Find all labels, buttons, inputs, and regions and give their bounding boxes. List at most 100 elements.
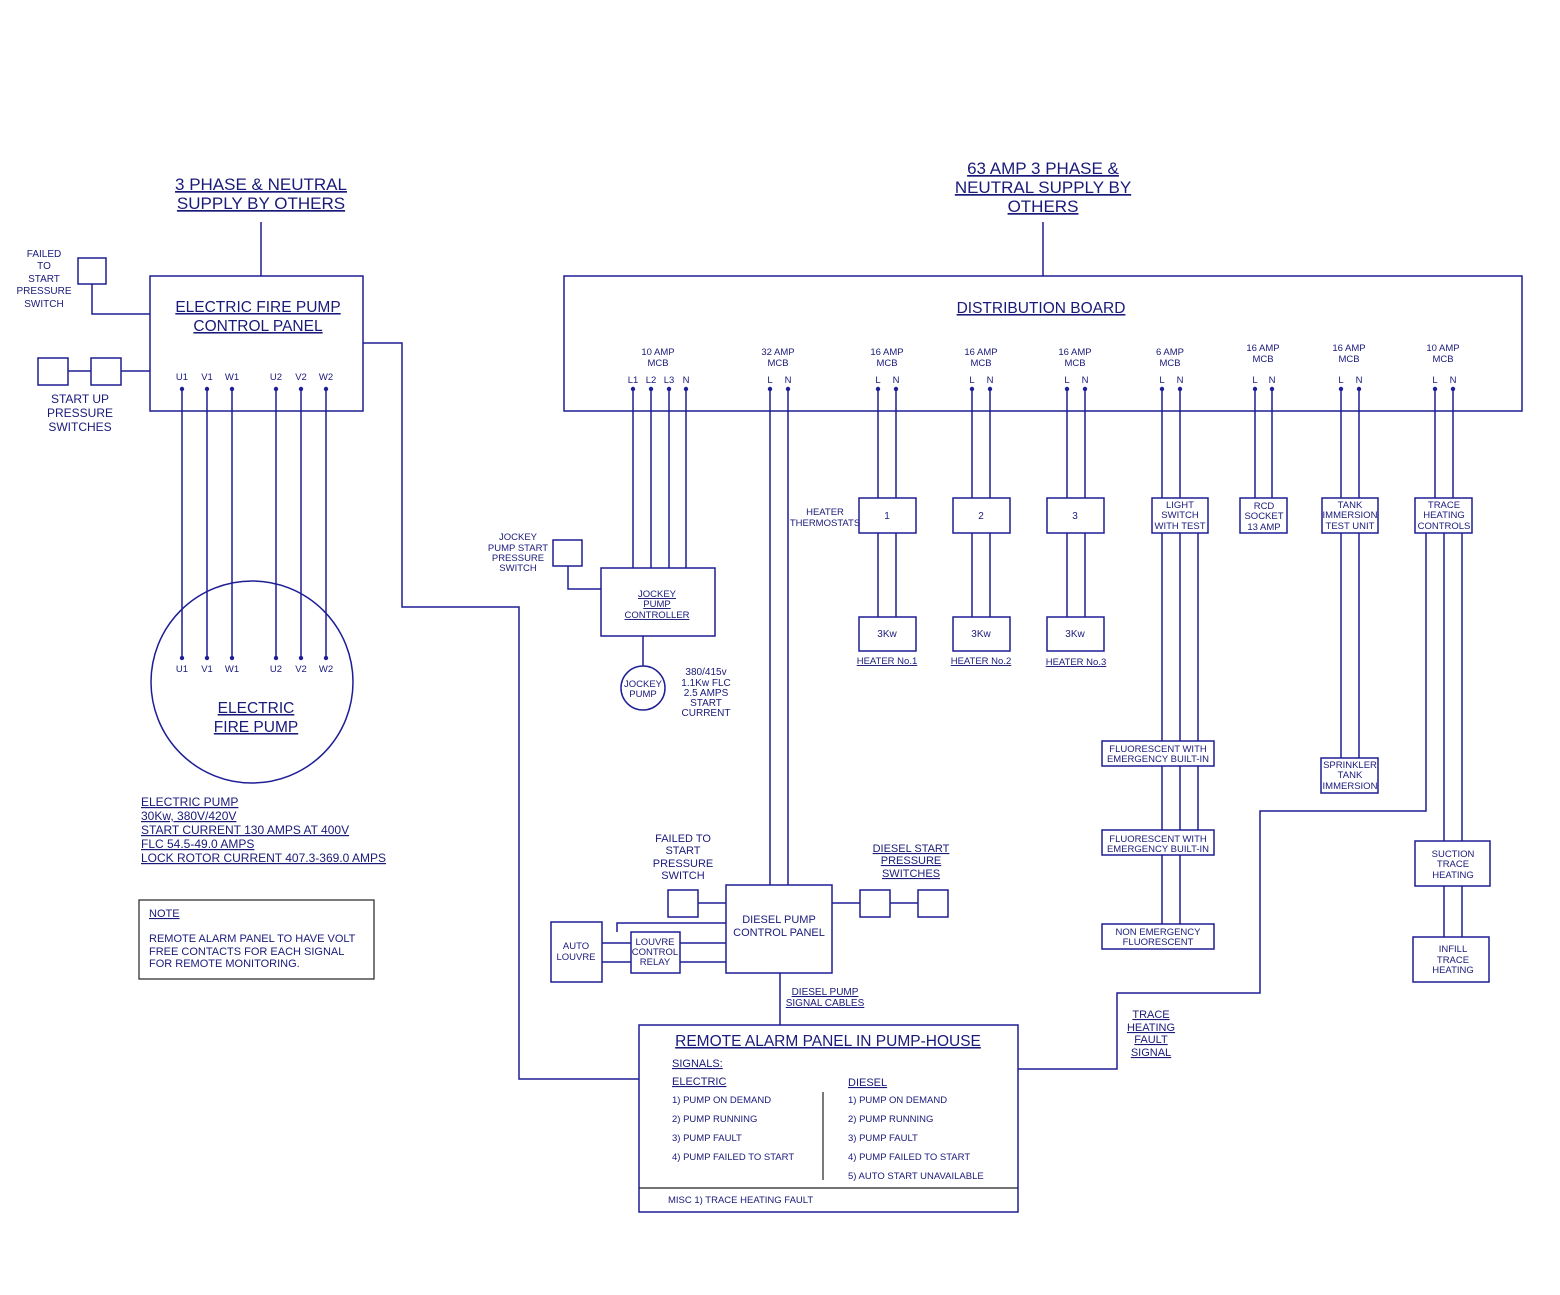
svg-text:6 AMP: 6 AMP (1156, 347, 1184, 358)
supply-left-line2: SUPPLY BY OTHERS (177, 194, 345, 213)
svg-text:HEATING: HEATING (1432, 965, 1474, 976)
svg-text:PRESSURE: PRESSURE (881, 855, 942, 867)
svg-text:DIESEL START: DIESEL START (873, 843, 950, 855)
jockey-pump-spec: 380/415v 1.1Kw FLC 2.5 AMPS START CURREN… (681, 667, 730, 719)
svg-text:SWITCHES: SWITCHES (48, 420, 111, 434)
signal-item: 3) PUMP FAULT (672, 1133, 742, 1144)
svg-text:MCB: MCB (970, 358, 991, 369)
jockey-pressure-switch-box (552, 539, 583, 567)
svg-text:SWITCH: SWITCH (661, 870, 704, 882)
pump-spec-line: FLC 54.5-49.0 AMPS (141, 837, 254, 851)
pump-terminal-label: V2 (295, 664, 307, 675)
pump-terminal-label: U2 (270, 664, 282, 675)
heater-label: HEATER No.2 (951, 656, 1012, 667)
diesel-failed-switch-box (667, 889, 699, 918)
failed-to-start-switch-wire (91, 284, 150, 315)
electric-signal-list: 1) PUMP ON DEMAND 2) PUMP RUNNING 3) PUM… (672, 1095, 794, 1163)
svg-text:PUMP START: PUMP START (488, 543, 548, 554)
svg-text:SWITCH: SWITCH (24, 299, 63, 310)
svg-text:FAILED TO: FAILED TO (655, 833, 711, 845)
infill-trace-heating-box (1412, 936, 1490, 983)
heater-2-box (952, 616, 1011, 652)
jockey-pressure-switch-label: JOCKEY PUMP START PRESSURE SWITCH (488, 532, 548, 574)
diesel-start-switches-label: DIESEL START PRESSURE SWITCHES (873, 843, 950, 880)
svg-text:L: L (1252, 375, 1257, 386)
svg-text:L: L (1064, 375, 1069, 386)
svg-text:N: N (1356, 375, 1363, 386)
diesel-signal-list: 1) PUMP ON DEMAND 2) PUMP RUNNING 3) PUM… (848, 1095, 984, 1182)
pump-terminal-label: W2 (319, 664, 333, 675)
svg-text:SWITCH: SWITCH (1161, 510, 1199, 521)
svg-text:FLUORESCENT WITH: FLUORESCENT WITH (1109, 834, 1207, 845)
signal-item: 4) PUMP FAILED TO START (672, 1152, 794, 1163)
auto-louvre-label: LOUVRE (556, 952, 595, 963)
rcd-circuit: RCD SOCKET 13 AMP (1239, 389, 1288, 534)
pump-spec-line: START CURRENT 130 AMPS AT 400V (141, 823, 349, 837)
svg-text:MCB: MCB (1432, 354, 1453, 365)
svg-text:OTHERS: OTHERS (1008, 197, 1079, 216)
signal-item: 1) PUMP ON DEMAND (848, 1095, 947, 1106)
diesel-start-switch-box-1 (859, 889, 891, 918)
note-line: REMOTE ALARM PANEL TO HAVE VOLT (149, 933, 356, 945)
fire-pump-title-1: ELECTRIC (218, 700, 295, 717)
svg-text:L: L (1338, 375, 1343, 386)
svg-text:FAILED: FAILED (27, 249, 61, 260)
svg-text:L1: L1 (628, 375, 639, 386)
jockey-pump-symbol (620, 665, 666, 711)
svg-text:2.5 AMPS: 2.5 AMPS (684, 688, 729, 699)
pump-terminal-label: W1 (225, 664, 239, 675)
diesel-panel-label: CONTROL PANEL (733, 927, 825, 939)
panel-terminal-label: U1 (176, 372, 188, 383)
diesel-failed-switch-label: FAILED TO START PRESSURE SWITCH (653, 833, 714, 882)
thermostat-number: 3 (1072, 511, 1078, 522)
alarm-diesel-label: DIESEL (848, 1077, 887, 1089)
alarm-misc-signal: MISC 1) TRACE HEATING FAULT (668, 1195, 813, 1206)
distribution-board (563, 275, 1523, 412)
pump-terminal-label: U1 (176, 664, 188, 675)
diesel-cables-label: SIGNAL CABLES (786, 998, 865, 1009)
remote-alarm-panel (638, 1024, 1019, 1213)
pump-spec-line: LOCK ROTOR CURRENT 407.3-369.0 AMPS (141, 851, 386, 865)
svg-text:TRACE: TRACE (1437, 955, 1469, 966)
svg-text:INFILL: INFILL (1439, 944, 1468, 955)
signal-item: 2) PUMP RUNNING (672, 1114, 757, 1125)
svg-text:MCB: MCB (647, 358, 668, 369)
svg-text:FLUORESCENT WITH: FLUORESCENT WITH (1109, 744, 1207, 755)
svg-text:L: L (969, 375, 974, 386)
svg-text:10 AMP: 10 AMP (1426, 343, 1459, 354)
fluorescent-1-box (1101, 740, 1215, 767)
diesel-cables-label: DIESEL PUMP (792, 987, 859, 998)
panel-terminal-labels: U1 V1 W1 U2 V2 W2 (176, 372, 333, 383)
sprinkler-tank-immersion-box (1320, 757, 1379, 794)
jockey-controller-label: PUMP (643, 599, 670, 610)
svg-text:L2: L2 (646, 375, 657, 386)
svg-text:TRACE: TRACE (1428, 500, 1460, 511)
alarm-panel-title: REMOTE ALARM PANEL IN PUMP-HOUSE (675, 1033, 981, 1050)
supply-left-line1: 3 PHASE & NEUTRAL (175, 175, 347, 194)
svg-text:SPRINKLER: SPRINKLER (1323, 760, 1377, 771)
svg-text:N: N (785, 375, 792, 386)
svg-text:CURRENT: CURRENT (682, 708, 731, 719)
pump-terminal-label: V1 (201, 664, 213, 675)
heater-label: HEATER No.1 (857, 656, 918, 667)
svg-text:TO: TO (37, 261, 51, 272)
heater-1-box (858, 616, 917, 652)
jockey-controller-label: CONTROLLER (625, 610, 690, 621)
heater-rating: 3Kw (1065, 629, 1085, 640)
svg-text:THERMOSTATS: THERMOSTATS (790, 518, 860, 529)
failed-to-start-switch-label: FAILED TO START PRESSURE SWITCH (16, 249, 71, 310)
signal-item: 3) PUMP FAULT (848, 1133, 918, 1144)
louvre-relay-label: LOUVRE (635, 937, 674, 948)
svg-text:TANK: TANK (1338, 770, 1363, 781)
fire-pump-panel-title-2: CONTROL PANEL (193, 318, 323, 335)
thermostat-1-box (858, 497, 917, 534)
trace-heating-circuit: TRACE HEATING CONTROLS SUCTION TRACE HEA… (1412, 389, 1491, 983)
svg-text:HEATING: HEATING (1423, 510, 1465, 521)
heater-label: HEATER No.3 (1046, 657, 1107, 668)
electric-fire-pump-symbol (150, 580, 354, 784)
svg-text:MCB: MCB (767, 358, 788, 369)
